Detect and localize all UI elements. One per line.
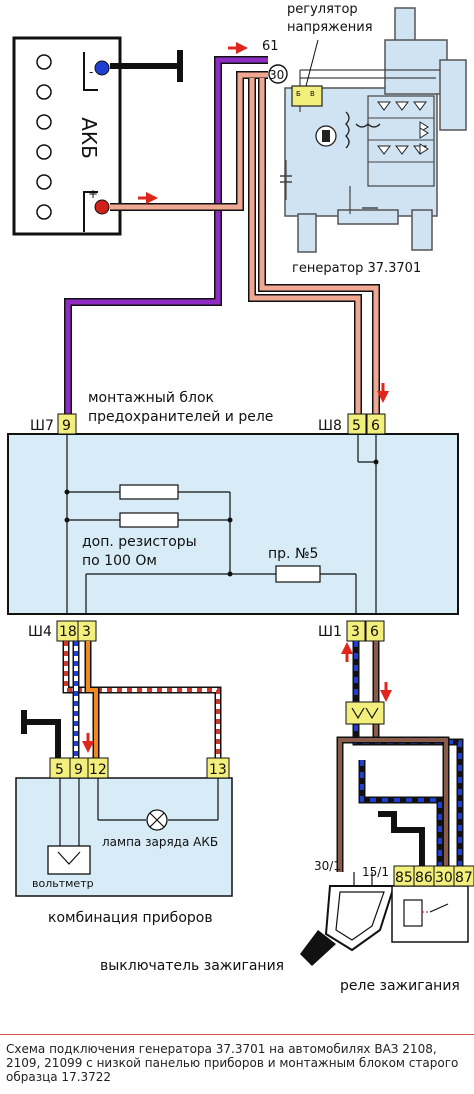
voltmeter-label: вольтметр <box>32 877 94 890</box>
terminal-61-label: 61 <box>262 39 279 54</box>
sh1-pin-3-label: 3 <box>351 624 360 640</box>
figure-caption: Схема подключения генератора 37.3701 на … <box>6 1042 459 1084</box>
mount-block-label-1: монтажный блок <box>88 390 214 406</box>
wiring-diagram: АКБ - + <box>7 2 474 994</box>
mounting-block <box>7 433 459 615</box>
sh8-pin-5-label: 5 <box>352 418 361 434</box>
ignition-relay-label: реле зажигания <box>340 978 460 994</box>
battery-plus-terminal <box>94 199 110 215</box>
relay-pin-87-label: 87 <box>455 870 473 886</box>
cluster-pin-13-label: 13 <box>209 762 227 778</box>
battery: АКБ - + <box>12 36 183 236</box>
resistor-1 <box>119 484 179 500</box>
instrument-cluster: 5 9 12 13 лампа заряда АКБ вольтметр <box>15 710 233 897</box>
fuse-5 <box>275 565 321 583</box>
terminal-30-label: 30 <box>269 68 284 82</box>
wire-blue-black-ign <box>358 760 444 866</box>
battery-label: АКБ <box>77 117 101 159</box>
sh7-pin-9-label: 9 <box>62 418 71 434</box>
battery-minus-terminal <box>94 60 110 76</box>
ignition-relay: 85 86 30 87 <box>378 811 474 943</box>
voltage-regulator <box>291 85 323 107</box>
generator: Б В 61 30 регулятор напряжения генератор… <box>262 2 467 276</box>
connector-sh7-label: Ш7 <box>30 418 54 434</box>
regulator-label-2: напряжения <box>287 20 373 35</box>
cluster-pin-9-label: 9 <box>74 762 83 778</box>
connector-sh1-label: Ш1 <box>318 624 342 640</box>
sh8-pin-5 <box>347 413 367 435</box>
wire-brown-relay <box>336 736 450 872</box>
terminal-30 <box>268 64 288 84</box>
inline-connector <box>345 701 385 725</box>
regulator-terminal-b: Б <box>296 90 301 98</box>
sh4-pin-18-label: 18 <box>59 624 77 640</box>
resistors-label-1: доп. резисторы <box>82 534 197 550</box>
mount-block-label-2: предохранителей и реле <box>88 409 273 425</box>
generator-label: генератор 37.3701 <box>292 261 421 276</box>
relay-pin-30-label: 30 <box>435 870 453 886</box>
voltmeter-icon <box>47 845 91 875</box>
svg-text:-: - <box>89 65 93 79</box>
relay-pin-86-label: 86 <box>415 870 433 886</box>
fuse-5-label: пр. №5 <box>268 546 318 562</box>
ground-strap <box>378 811 425 866</box>
regulator-terminal-v: В <box>310 90 315 98</box>
ignition-switch-label: выключатель зажигания <box>100 958 284 974</box>
ign-301-label: 30/1 <box>314 859 341 873</box>
wire-pink-battery <box>110 71 268 211</box>
cluster-pin-5-label: 5 <box>55 762 64 778</box>
caption-divider <box>0 1034 474 1035</box>
relay-pin-85-label: 85 <box>395 870 413 886</box>
sh4-pin-3-label: 3 <box>82 624 91 640</box>
regulator-label-1: регулятор <box>287 2 358 17</box>
cluster-pin-12-label: 12 <box>89 762 107 778</box>
connector-sh8-label: Ш8 <box>318 418 342 434</box>
ignition-switch: 30/1 15/1 <box>300 859 396 966</box>
svg-text:+: + <box>88 187 98 201</box>
connector-sh4-label: Ш4 <box>28 624 52 640</box>
ign-151-label: 15/1 <box>362 865 389 879</box>
relay-coil-icon <box>403 899 423 927</box>
sh1-pin-6-label: 6 <box>370 624 379 640</box>
relay-pin-87 <box>453 865 474 887</box>
resistor-2 <box>119 512 179 528</box>
instrument-cluster-label: комбинация приборов <box>48 910 213 926</box>
ground-strap <box>24 719 61 760</box>
resistors-label-2: по 100 Ом <box>82 553 157 569</box>
sh8-pin-6-label: 6 <box>371 418 380 434</box>
lamp-label: лампа заряда АКБ <box>102 835 218 849</box>
